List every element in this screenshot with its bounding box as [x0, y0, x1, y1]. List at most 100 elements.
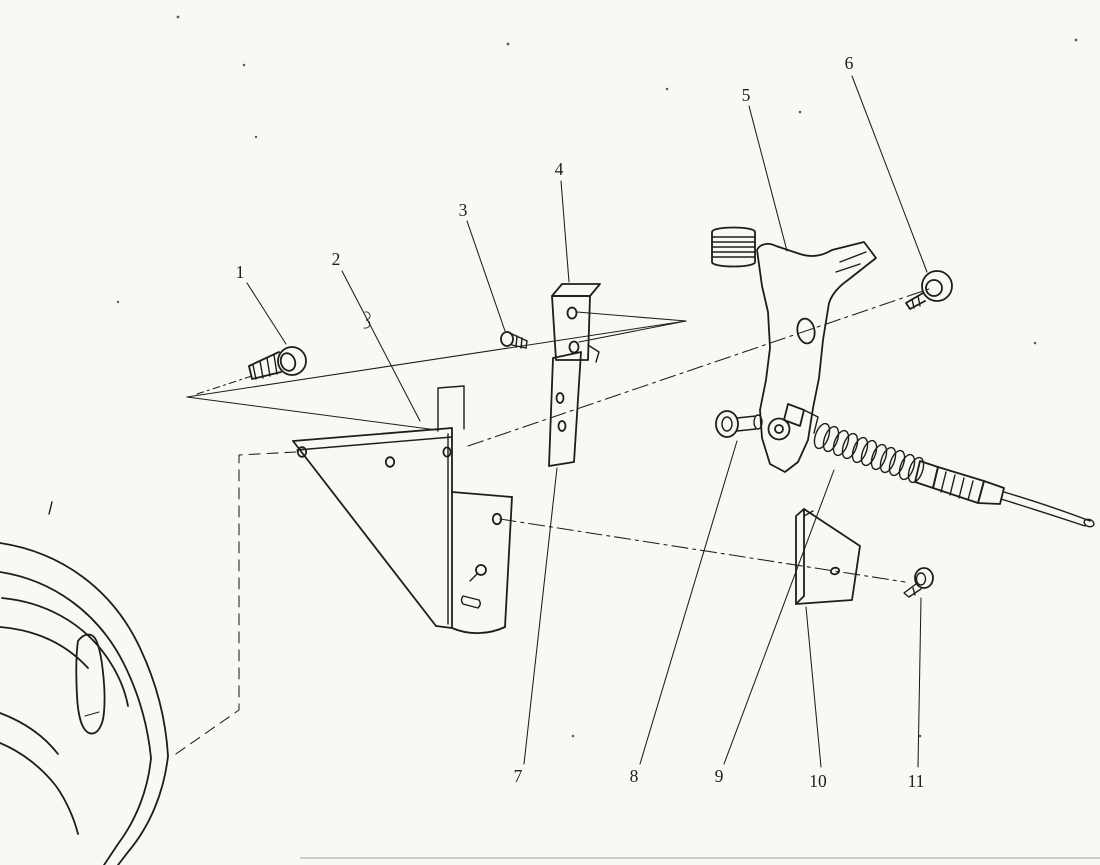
screw-head — [277, 346, 307, 376]
spring-coil — [822, 425, 840, 453]
part-10-bracket — [795, 508, 861, 605]
engine-housing — [0, 501, 169, 865]
wedge-line-lower — [186, 396, 438, 431]
housing-lower-edge-inner — [103, 757, 152, 865]
mounting-dashed-line — [172, 451, 297, 757]
part-6-screw — [905, 270, 953, 310]
callout-10: 10 — [809, 771, 827, 791]
spring-coil — [832, 429, 850, 457]
bracket-flange-right — [504, 496, 513, 628]
knob-head — [715, 410, 739, 438]
part-8-knob — [715, 410, 763, 438]
callout-7: 7 — [514, 766, 523, 786]
callout-11: 11 — [908, 771, 925, 791]
mini-wedge-upper — [576, 311, 687, 322]
screw-threads — [911, 295, 921, 309]
spring-coil — [841, 432, 859, 460]
bracket-hole-right — [442, 446, 452, 458]
clamp-top-flange — [551, 283, 601, 297]
lever-hook-detail — [835, 251, 867, 273]
housing-opening-inner — [0, 626, 89, 669]
housing-opening-outer — [1, 597, 129, 707]
screw-head-inner — [279, 352, 297, 372]
plate-hole-lower — [557, 420, 567, 432]
plate-outline — [548, 351, 582, 467]
projection-lines — [172, 288, 930, 757]
housing-outer-rim — [0, 542, 169, 757]
screw1-axis — [196, 375, 253, 395]
cable-wire-lower — [1000, 498, 1086, 527]
bracket-hypotenuse — [292, 440, 437, 627]
spring-coil — [888, 449, 906, 477]
leader-8 — [639, 440, 738, 765]
part-4-bracket — [551, 283, 601, 363]
callout-8: 8 — [630, 766, 639, 786]
lever-pivot-hole — [796, 317, 816, 345]
bracket-flange-bottom — [435, 625, 506, 635]
part-3-screw — [500, 331, 528, 349]
part-2-bracket — [292, 385, 513, 635]
leader-3 — [466, 220, 506, 332]
scan-artifacts — [116, 15, 1100, 859]
bracket-tab — [437, 385, 465, 432]
screw-head-inner — [925, 279, 943, 297]
callout-5: 5 — [742, 85, 751, 105]
bracket-top-bend — [296, 436, 453, 451]
screw-shank — [905, 292, 926, 310]
cable-trunnion — [783, 403, 805, 427]
leader-7 — [523, 467, 558, 765]
leader-9 — [723, 469, 835, 765]
ink-smudge — [363, 311, 371, 329]
callout-numbers: 1 2 3 4 5 6 7 8 9 10 11 — [236, 53, 925, 791]
leader-4 — [560, 180, 570, 283]
screw-threads — [515, 335, 528, 349]
screw-threads — [912, 587, 916, 596]
spring-coil — [898, 453, 916, 481]
cable-end-tip — [1083, 518, 1095, 528]
anchor-flange — [795, 508, 805, 605]
clamp-hole-upper — [566, 306, 578, 320]
spring-coil — [813, 422, 831, 450]
leader-10 — [805, 606, 822, 768]
bracket-top-edge — [292, 427, 453, 442]
part-7-plate — [548, 351, 582, 467]
callout-9: 9 — [715, 766, 724, 786]
screw-head — [500, 331, 514, 347]
anchor-screw-axis — [499, 518, 906, 583]
cable-hook — [803, 409, 819, 434]
bracket-flange-top — [451, 491, 513, 498]
clamp-hole-lower — [568, 340, 580, 354]
lever-outline — [756, 241, 877, 473]
lever-boss — [767, 417, 791, 441]
spring-coil — [879, 446, 897, 474]
lever-boss-hole — [774, 424, 784, 434]
knob-head-inner — [721, 416, 733, 432]
callout-3: 3 — [459, 200, 468, 220]
screw-head — [921, 270, 953, 302]
housing-inner-rim — [0, 571, 152, 759]
callout-2: 2 — [332, 249, 341, 269]
housing-lower-edge — [117, 755, 169, 865]
bracket-flange-hole — [491, 512, 503, 526]
anchor-face — [795, 508, 861, 605]
clamp-body — [551, 295, 591, 361]
clamp-side-flange — [587, 344, 600, 363]
housing-base-arc-1 — [0, 712, 59, 755]
leader-5 — [748, 105, 788, 252]
callout-6: 6 — [845, 53, 854, 73]
anchor-notch — [803, 510, 814, 517]
conduit-knurling — [940, 471, 974, 501]
leader-6 — [851, 75, 928, 273]
spring-coil — [870, 443, 888, 471]
bracket-hole-left — [296, 446, 308, 458]
cable-wire-upper — [1003, 491, 1091, 522]
callout-1: 1 — [236, 262, 245, 282]
housing-fin-detail — [84, 711, 100, 717]
leader-1 — [246, 282, 287, 345]
screw-threads — [252, 354, 278, 380]
pivot-screw-axis — [467, 288, 930, 447]
part-1-screw — [248, 346, 307, 380]
cylinder-ribs — [711, 236, 756, 258]
